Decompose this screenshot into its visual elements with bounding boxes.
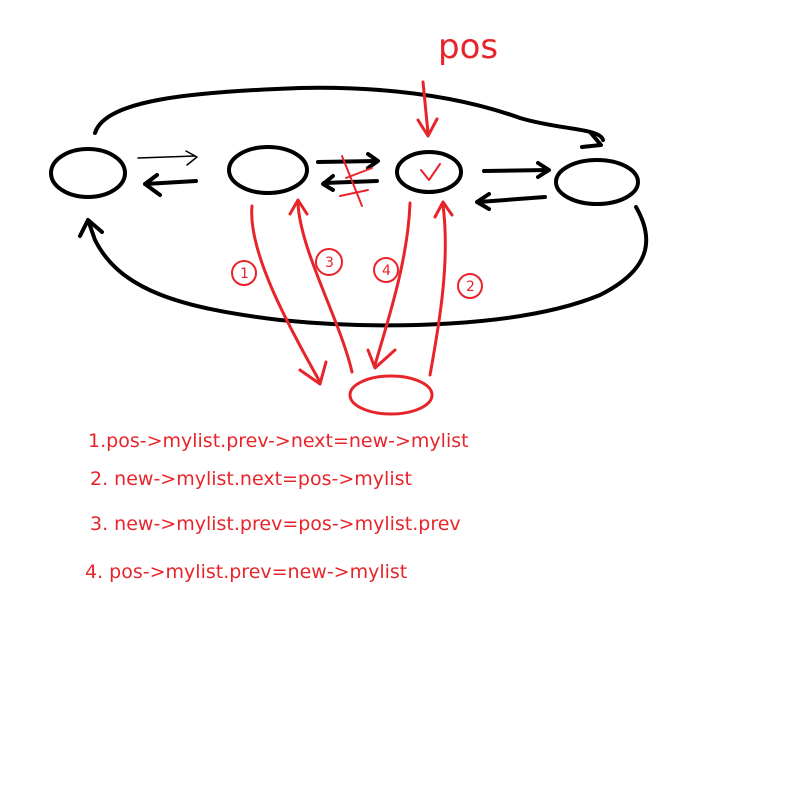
next-arrow-1-2 [137,150,198,166]
badge-step-1: 1 [231,260,257,286]
checkmark-icon [420,163,441,181]
step-number: 3. [90,513,109,535]
step-line-2: 2. new->mylist.next=pos->mylist [90,468,412,490]
step-arrow-3 [288,198,354,374]
step-text: pos->mylist.prev=new->mylist [103,561,408,583]
step-number: 1. [88,430,107,452]
next-arrow-2-pos [316,152,380,170]
new-node [348,374,434,416]
list-node-4 [554,158,640,206]
badge-step-4: 4 [373,257,399,283]
wrap-arrow-bottom [78,205,649,328]
list-node-pos [395,150,463,194]
svg-text:1: 1 [240,266,249,282]
list-node-1 [49,147,127,199]
step-number: 4. [85,561,104,583]
prev-arrow-pos-2 [321,174,379,192]
step-arrow-4 [366,201,412,370]
step-arrow-1 [250,204,328,386]
pos-label: pos [438,27,498,67]
step-line-1: 1.pos->mylist.prev->next=new->mylist [88,430,469,452]
svg-text:3: 3 [325,255,334,271]
step-arrow-2 [428,200,454,377]
prev-arrow-2-1 [143,173,198,197]
step-line-4: 4. pos->mylist.prev=new->mylist [85,561,407,583]
badge-step-3: 3 [315,248,343,276]
step-line-3: 3. new->mylist.prev=pos->mylist.prev [90,513,461,535]
next-arrow-pos-4 [482,161,551,179]
list-node-2 [227,145,309,195]
badge-step-2: 2 [457,273,483,299]
step-text: new->mylist.next=pos->mylist [108,468,412,490]
cross-icon [339,155,373,207]
pos-pointer-arrow [416,80,439,138]
svg-text:2: 2 [466,279,475,295]
prev-arrow-4-pos [475,192,547,211]
step-text: new->mylist.prev=pos->mylist.prev [108,513,461,535]
svg-text:4: 4 [382,263,391,279]
wrap-arrow-top [93,85,605,149]
step-text: pos->mylist.prev->next=new->mylist [106,430,469,452]
step-number: 2. [90,468,109,490]
